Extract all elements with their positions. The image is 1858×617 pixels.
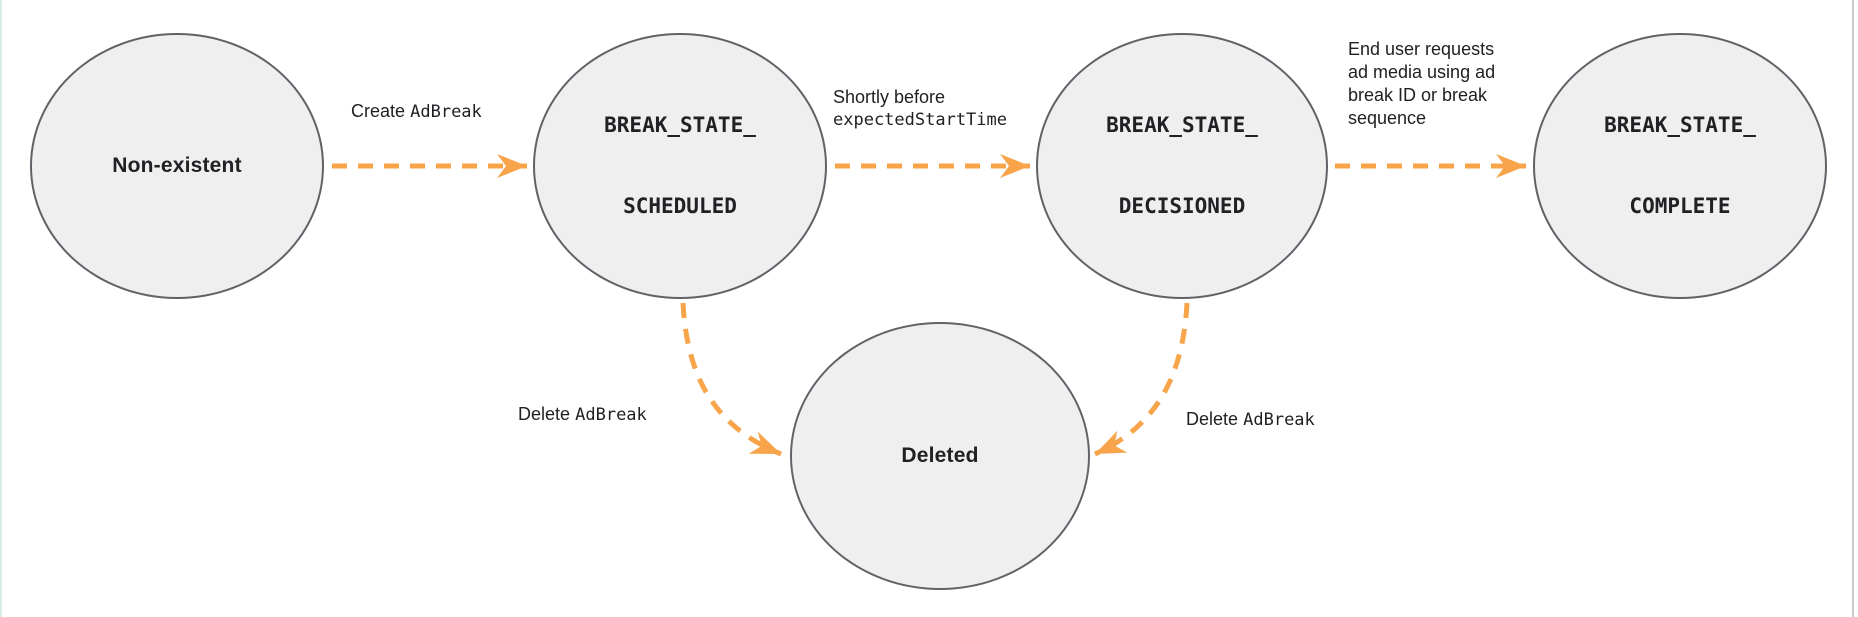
state-node-break-state-scheduled: BREAK_STATE_ SCHEDULED [533,33,827,299]
state-node-break-state-complete: BREAK_STATE_ COMPLETE [1533,33,1827,299]
state-label: BREAK_STATE_ DECISIONED [1106,113,1258,218]
state-node-non-existent: Non-existent [30,33,324,299]
edge-delete-adbreak-left [680,302,782,457]
edge-label-end-user-requests: End user requests ad media using ad brea… [1348,39,1496,128]
state-node-deleted: Deleted [790,322,1090,590]
page-left-edge-line [0,0,2,617]
state-node-break-state-decisioned: BREAK_STATE_ DECISIONED [1036,33,1328,299]
page-right-edge-line [1852,0,1854,617]
state-label: BREAK_STATE_ SCHEDULED [604,113,756,218]
edge-delete-adbreak-right [1093,302,1190,457]
edge-label-shortly-before: Shortly before expectedStartTime [833,87,1007,130]
state-label: Non-existent [112,154,242,177]
state-label: Deleted [901,444,979,467]
state-label: BREAK_STATE_ COMPLETE [1604,113,1756,218]
